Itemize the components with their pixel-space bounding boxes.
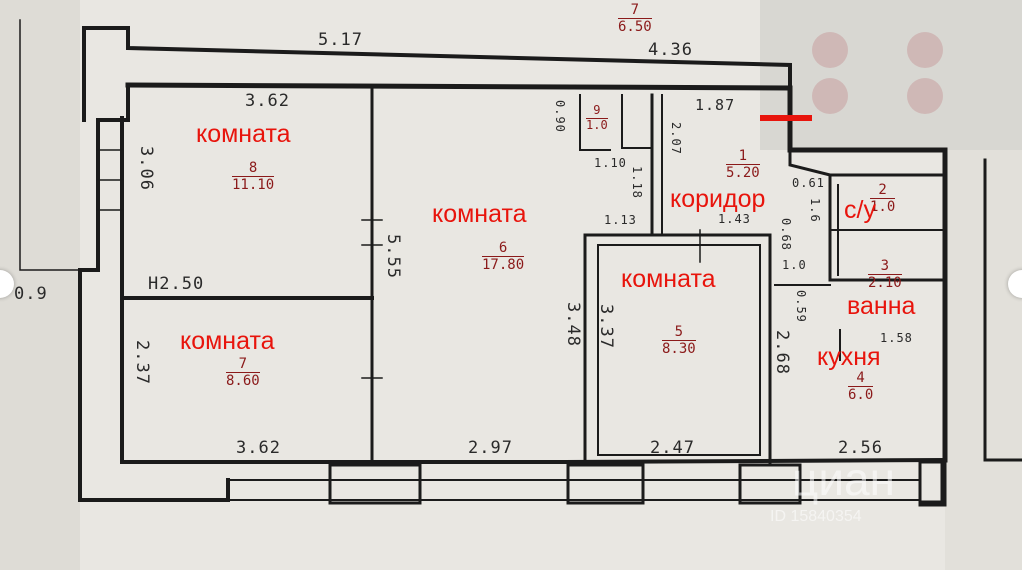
next-image-button[interactable]	[1008, 270, 1022, 298]
dim-113: 1.13	[604, 213, 637, 227]
dim-143: 1.43	[718, 212, 751, 226]
label-room-5: комната	[621, 265, 716, 293]
dim-348: 3.48	[563, 302, 583, 347]
dim-256: 2.56	[838, 438, 883, 458]
dim-187: 1.87	[695, 96, 736, 114]
dim-068: 0.68	[779, 218, 793, 251]
label-kitchen: кухня	[817, 343, 881, 371]
blurred-area	[760, 0, 1022, 150]
label-room-8: комната	[196, 120, 291, 148]
dim-555: 5.55	[383, 234, 403, 279]
dim-09: 0.9	[14, 284, 48, 304]
wall-room5	[583, 233, 772, 464]
watermark-brand: циан	[792, 453, 896, 505]
dim-10: 1.0	[782, 258, 807, 272]
dim-110: 1.10	[594, 156, 627, 170]
dim-250: H2.50	[148, 274, 205, 294]
label-room-6: комната	[432, 200, 527, 228]
dim-059: 0.59	[794, 290, 808, 323]
dim-436: 4.36	[648, 40, 693, 60]
dim-306: 3.06	[136, 146, 156, 191]
dim-118: 1.18	[630, 166, 644, 199]
dim-297: 2.97	[468, 438, 513, 458]
dim-207: 2.07	[669, 122, 683, 155]
dim-268: 2.68	[772, 330, 792, 375]
dim-158: 1.58	[880, 331, 913, 345]
dim-16: 1.6	[808, 198, 822, 223]
label-wc: с/у	[844, 196, 876, 224]
label-room-7: комната	[180, 327, 275, 355]
dim-517: 5.17	[318, 30, 363, 50]
dim-237: 2.37	[132, 340, 152, 385]
dim-061: 0.61	[792, 176, 825, 190]
prev-image-button[interactable]	[0, 270, 14, 298]
dim-090: 0.90	[553, 100, 567, 133]
label-corridor: коридор	[670, 185, 766, 213]
label-bath: ванна	[847, 292, 916, 320]
dim-337: 3.37	[596, 304, 616, 349]
watermark-id: ID 15840354	[770, 508, 862, 525]
dim-247: 2.47	[650, 438, 695, 458]
dim-362-bottom: 3.62	[236, 438, 281, 458]
dim-362-top: 3.62	[245, 91, 290, 111]
